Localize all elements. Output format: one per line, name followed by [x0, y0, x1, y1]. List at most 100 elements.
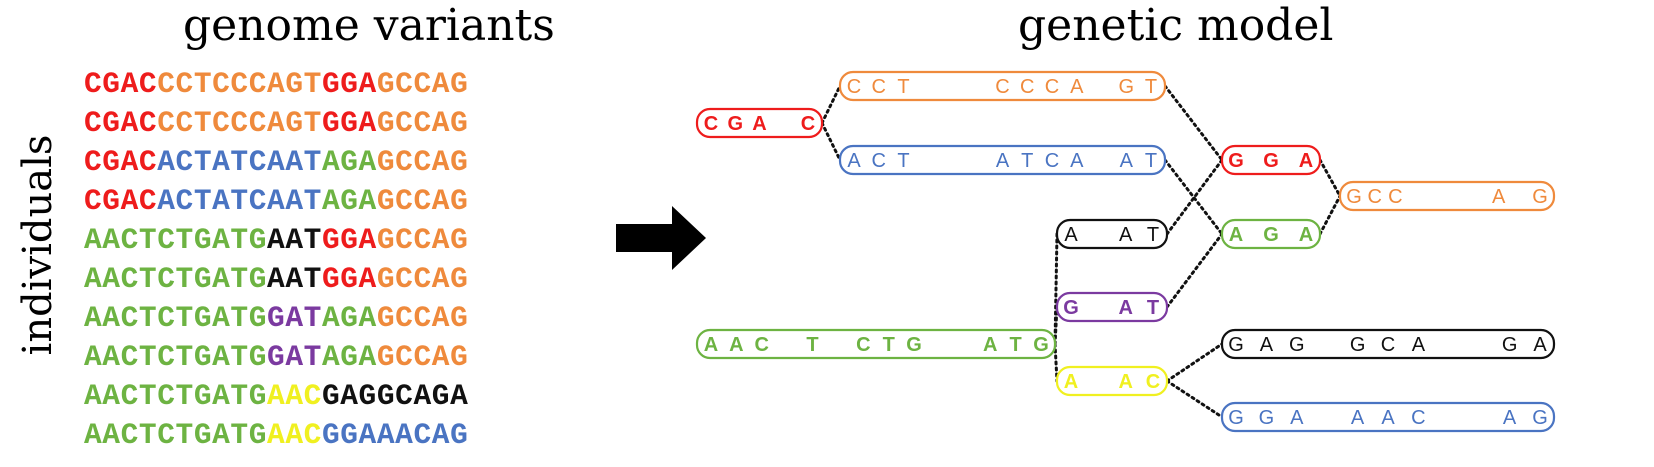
block-outline — [1055, 365, 1169, 397]
sequence-segment: AACTCTGATG — [84, 301, 268, 335]
sequence-segment: AAT — [267, 262, 322, 296]
sequence-segment: CGAC — [84, 67, 158, 101]
block-letter: A — [1119, 224, 1133, 246]
sequence-segment: GCCAG — [376, 223, 469, 257]
sequence-segment: GGAAACAG — [321, 418, 469, 452]
block-letter: A — [996, 150, 1010, 172]
block-letter: C — [847, 76, 861, 98]
sequence-segment: ACTATCAAT — [157, 145, 322, 179]
block-letter: G — [1289, 334, 1305, 356]
sequence-segment: AAC — [267, 418, 322, 452]
block-letter: G — [1063, 297, 1079, 319]
sequence-segment: AAC — [267, 379, 322, 413]
genome-variants-title: genome variants — [183, 0, 555, 51]
block-letter: C — [1388, 186, 1402, 208]
block-letter: A — [1064, 371, 1078, 393]
block-outline — [1220, 144, 1322, 176]
block-letter: C — [1146, 371, 1160, 393]
sequence-segment: AACTCTGATG — [84, 262, 268, 296]
block-outline — [838, 144, 1167, 176]
edge-gga-gcc — [1318, 158, 1342, 198]
block-outline — [1055, 218, 1169, 250]
edge-cgac-cct — [820, 84, 842, 125]
block-letter: G — [1033, 334, 1049, 356]
block-letter: G — [1263, 224, 1279, 246]
sequence-segment: GCCAG — [376, 67, 469, 101]
block-letter: A — [1118, 371, 1132, 393]
block-outline — [695, 328, 1057, 360]
edge-cgac-act — [820, 121, 842, 162]
sequence-segment: GCCAG — [376, 184, 469, 218]
block-letter: T — [1010, 334, 1022, 356]
block-letter: A — [1290, 407, 1304, 429]
block-letter: C — [755, 334, 769, 356]
block-letter: T — [1147, 224, 1159, 246]
sequence-row: CGACCCTCCCAGTGGAGCCAG — [84, 65, 468, 104]
sequence-segment: CGAC — [84, 184, 158, 218]
sequence-row: CGACCCTCCCAGTGGAGCCAG — [84, 104, 468, 143]
block-letter: A — [1492, 186, 1506, 208]
block-letter: C — [1045, 76, 1059, 98]
sequence-segment: GCCAG — [376, 145, 469, 179]
sequence-segment: GCCAG — [376, 301, 469, 335]
block-outline — [838, 70, 1167, 102]
sequence-segment: ACTATCAAT — [157, 184, 322, 218]
sequence-segment: AACTCTGATG — [84, 223, 268, 257]
block-letter: G — [1228, 150, 1244, 172]
block-letter: G — [1532, 186, 1548, 208]
block-letter: G — [1263, 150, 1279, 172]
block-letter: G — [1259, 407, 1275, 429]
block-letter: G — [1346, 186, 1362, 208]
sequence-segment: GCCAG — [376, 262, 469, 296]
sequence-segment: AACTCTGATG — [84, 418, 268, 452]
block-letter: A — [1229, 224, 1243, 246]
block-letter: A — [1120, 150, 1134, 172]
sequence-row: AACTCTGATGAATGGAGCCAG — [84, 260, 468, 299]
block-outline — [1055, 291, 1169, 323]
sequence-segment: GGA — [321, 223, 377, 257]
edge-gat-aga — [1165, 232, 1224, 309]
block-letter: A — [1533, 334, 1547, 356]
block-letter: C — [1045, 150, 1059, 172]
edge-aac-gga2 — [1165, 379, 1224, 419]
block-letter: C — [704, 113, 718, 135]
block-letter: T — [1147, 297, 1159, 319]
block-letter: C — [1020, 76, 1034, 98]
sequence-segment: AGA — [321, 301, 377, 335]
block-letter: T — [897, 150, 909, 172]
block-letter: A — [1118, 297, 1132, 319]
block-letter: A — [983, 334, 997, 356]
block-letter: G — [1228, 407, 1244, 429]
sequence-segment: GCCAG — [376, 340, 469, 374]
sequence-segment: AGA — [321, 184, 377, 218]
block-letter: G — [1350, 334, 1366, 356]
block-letter: C — [1411, 407, 1425, 429]
block-letter: A — [1503, 407, 1517, 429]
block-letter: C — [801, 113, 815, 135]
block-letter: A — [1064, 224, 1078, 246]
block-letter: A — [1299, 224, 1313, 246]
sequence-row: CGACACTATCAATAGAGCCAG — [84, 143, 468, 182]
block-letter: T — [883, 334, 895, 356]
block-outline — [1220, 328, 1556, 360]
sequence-segment: AGA — [321, 145, 377, 179]
sequence-row: CGACACTATCAATAGAGCCAG — [84, 182, 468, 221]
sequence-row: AACTCTGATGGATAGAGCCAG — [84, 299, 468, 338]
block-outline — [1220, 218, 1322, 250]
block-letter: A — [1260, 334, 1274, 356]
sequence-row: AACTCTGATGGATAGAGCCAG — [84, 338, 468, 377]
sequence-segment: GGA — [321, 67, 377, 101]
edge-act-aga — [1163, 158, 1224, 236]
sequence-segment: AACTCTGATG — [84, 340, 268, 374]
sequence-segment: AACTCTGATG — [84, 379, 268, 413]
